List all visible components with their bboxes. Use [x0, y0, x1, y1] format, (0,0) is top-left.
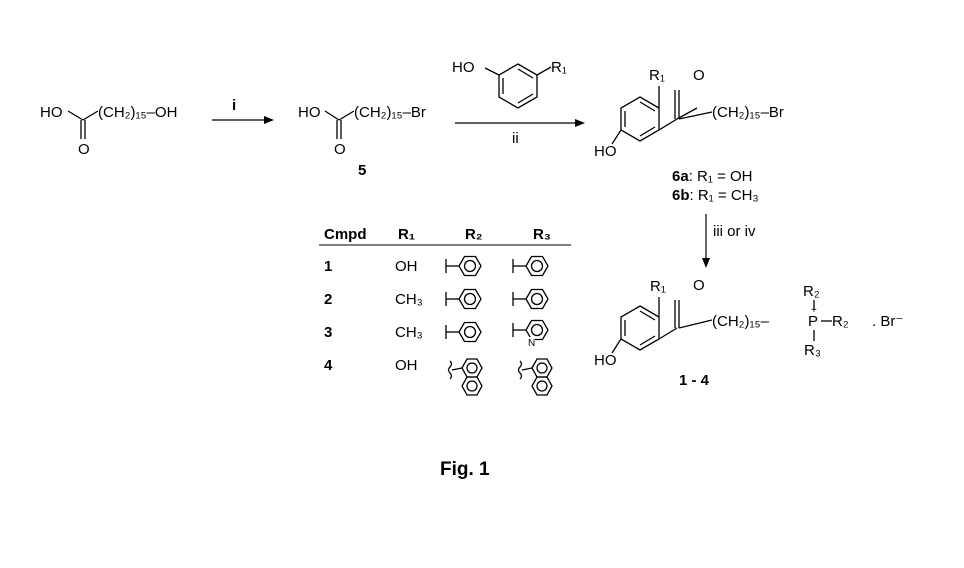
row-cmpd: 1	[324, 258, 332, 275]
start-chain-label: (CH₂)₁₅–OH	[98, 104, 177, 121]
row-cmpd: 4	[324, 357, 333, 374]
benzene-ring	[620, 96, 660, 142]
product-r3-label: R₃	[804, 342, 821, 359]
c6b-name: 6b	[672, 187, 690, 204]
product-carbonyl-o: O	[693, 277, 705, 294]
arrow-step-iii-iv: iii or iv	[702, 214, 756, 268]
bond	[82, 110, 99, 121]
bond	[658, 118, 678, 131]
substituent-table: Cmpd R₁ R₂ R₃ 1 OH 2 CH₃	[319, 226, 571, 396]
row-r1: OH	[395, 357, 418, 374]
aromatic-bond	[639, 310, 656, 321]
product-chain-label: (CH₂)₁₅–	[712, 313, 770, 330]
arrow-i-label: i	[232, 97, 236, 114]
c6b-r1-def: : R₁ = CH₃	[690, 187, 759, 204]
bond	[536, 66, 552, 76]
row-r1: CH₃	[395, 291, 423, 308]
c6a-name: 6a	[672, 168, 689, 185]
table-row: 3 CH₃ N	[324, 319, 549, 349]
pyridyl-structure-icon: N	[512, 319, 549, 349]
bond	[611, 338, 622, 354]
table-header-r1: R₁	[398, 226, 415, 243]
aromatic-bond	[517, 68, 534, 79]
compound-6: R₁ O (CH₂)₁₅–Br HO 6a: R₁ = OH 6b: R₁ = …	[594, 67, 784, 204]
table-row: 4 OH	[324, 357, 553, 396]
aromatic-bond	[639, 101, 656, 112]
aromatic-bond	[639, 126, 656, 137]
product-r2-top-label: R₂	[803, 283, 820, 300]
aromatic-bond	[517, 93, 534, 104]
phosphonium-charge: +	[811, 305, 817, 316]
c5-carbonyl-o: O	[334, 141, 346, 158]
product-compound-numbers: 1 - 4	[679, 372, 710, 389]
compound-5: HO O (CH₂)₁₅–Br 5	[298, 104, 426, 179]
row-r1: OH	[395, 258, 418, 275]
row-cmpd: 3	[324, 324, 332, 341]
c5-chain-label: (CH₂)₁₅–Br	[354, 104, 426, 121]
table-row: 2 CH₃	[324, 288, 549, 310]
table-header-r3: R₃	[533, 226, 551, 243]
phosphorus-label: P	[808, 313, 818, 330]
arrow-head	[702, 258, 710, 268]
c6-carbonyl-o: O	[693, 67, 705, 84]
c6a-r1-def: : R₁ = OH	[689, 168, 753, 185]
c6-ho-label: HO	[594, 143, 617, 160]
benzene-ring	[620, 305, 660, 351]
bond	[67, 110, 84, 121]
starting-material: HO O (CH₂)₁₅–OH	[40, 104, 177, 158]
arrow-head	[575, 119, 585, 127]
phenyl-structure-icon	[445, 288, 482, 310]
benzene-ring	[498, 63, 538, 109]
arrow-ii-label: ii	[512, 130, 519, 147]
product-1-4: R₁ O (CH₂)₁₅– P + R₂ R₂ R₃ . Br⁻ HO 1 - …	[594, 277, 903, 389]
phenyl-structure-icon	[445, 255, 482, 277]
product-r1-label: R₁	[650, 278, 666, 295]
c5-ho-label: HO	[298, 104, 321, 121]
arrow-step-i: i	[212, 97, 274, 124]
c6-r1-label: R₁	[649, 67, 665, 84]
c6-chain-label: (CH₂)₁₅–Br	[712, 104, 784, 121]
bromide-counterion: . Br⁻	[872, 313, 903, 330]
aromatic-bond	[639, 335, 656, 346]
bond	[658, 327, 678, 340]
reagent-phenol: HO R₁	[452, 59, 567, 109]
table-header-cmpd: Cmpd	[324, 226, 367, 243]
reagent-ho-label: HO	[452, 59, 475, 76]
bond	[611, 129, 622, 145]
table-header-r2: R₂	[465, 226, 483, 243]
bond	[678, 319, 713, 329]
start-carbonyl-o: O	[78, 141, 90, 158]
arrow-step-ii: ii	[455, 119, 585, 147]
table-row: 1 OH	[324, 255, 549, 277]
naphthyl-structure-icon	[447, 358, 483, 396]
c6b-definition: 6b: R₁ = CH₃	[672, 187, 759, 204]
phenyl-structure-icon	[512, 288, 549, 310]
phenyl-structure-icon	[512, 255, 549, 277]
product-ho-label: HO	[594, 352, 617, 369]
arrow-iii-iv-label: iii or iv	[713, 223, 756, 240]
naphthyl-structure-icon	[517, 358, 553, 396]
product-r2-right-label: R₂	[832, 313, 849, 330]
row-r1: CH₃	[395, 324, 423, 341]
reagent-r1-label: R₁	[551, 59, 567, 76]
start-ho-label: HO	[40, 104, 63, 121]
figure-caption: Fig. 1	[440, 459, 490, 480]
pyridine-n-label: N	[528, 338, 535, 349]
bond	[324, 110, 340, 121]
c5-compound-number: 5	[358, 162, 366, 179]
c6a-definition: 6a: R₁ = OH	[672, 168, 753, 185]
bond	[676, 107, 698, 120]
row-cmpd: 2	[324, 291, 332, 308]
bond	[484, 67, 500, 76]
arrow-head	[264, 116, 274, 124]
phenyl-structure-icon	[445, 321, 482, 343]
bond	[338, 110, 355, 121]
bond	[678, 111, 713, 120]
